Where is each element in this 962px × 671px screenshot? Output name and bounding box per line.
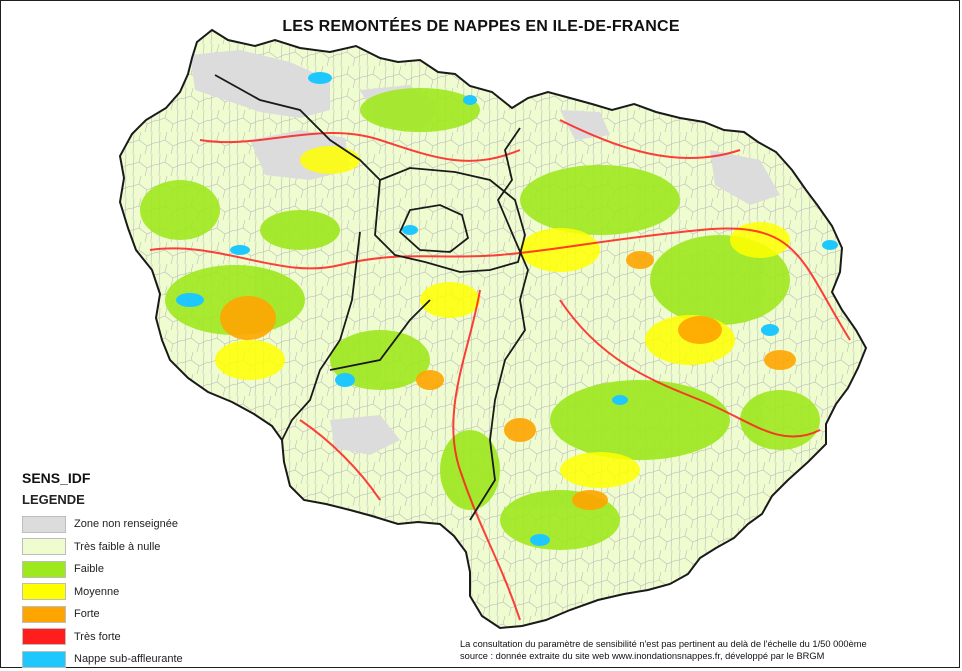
legend-label: Très forte (74, 630, 121, 643)
zones-nappe-sub-affleurante (176, 72, 838, 546)
legend-label: Moyenne (74, 585, 120, 598)
legend-item-tres-forte: Très forte (22, 626, 282, 649)
department-boundaries (214, 74, 529, 521)
map-legend: SENS_IDF LEGENDE Zone non renseignée Trè… (22, 470, 282, 671)
legend-swatch (22, 560, 66, 578)
legend-item-forte: Forte (22, 603, 282, 626)
legend-item-nappe-sub-affleurante: Nappe sub-affleurante (22, 648, 282, 671)
legend-item-moyenne: Moyenne (22, 581, 282, 604)
map-title: LES REMONTÉES DE NAPPES EN ILE-DE-FRANCE (282, 18, 680, 35)
legend-item-faible: Faible (22, 558, 282, 581)
zones-forte (220, 251, 796, 510)
legend-item-tres-faible: Très faible à nulle (22, 536, 282, 559)
legend-item-zone-non-renseignee: Zone non renseignée (22, 513, 282, 536)
legend-swatch (22, 583, 66, 601)
map-footnote: La consultation du paramètre de sensibil… (460, 638, 950, 662)
legend-label: Nappe sub-affleurante (74, 653, 183, 666)
footnote-scale-warning: La consultation du paramètre de sensibil… (460, 639, 867, 649)
legend-label: Forte (74, 608, 100, 621)
legend-swatch (22, 538, 66, 556)
legend-label: Zone non renseignée (74, 518, 178, 531)
legend-swatch (22, 605, 66, 623)
legend-layer-name: SENS_IDF (22, 470, 91, 486)
legend-swatch (22, 515, 66, 533)
legend-swatch (22, 628, 66, 646)
zones-moyenne (215, 146, 790, 488)
zones-tres-forte (149, 119, 851, 621)
footnote-source: source : donnée extraite du site web www… (460, 651, 825, 661)
legend-swatch (22, 650, 66, 668)
legend-label: Très faible à nulle (74, 540, 161, 553)
legend-label: Faible (74, 563, 104, 576)
legend-title: LEGENDE (22, 492, 85, 507)
